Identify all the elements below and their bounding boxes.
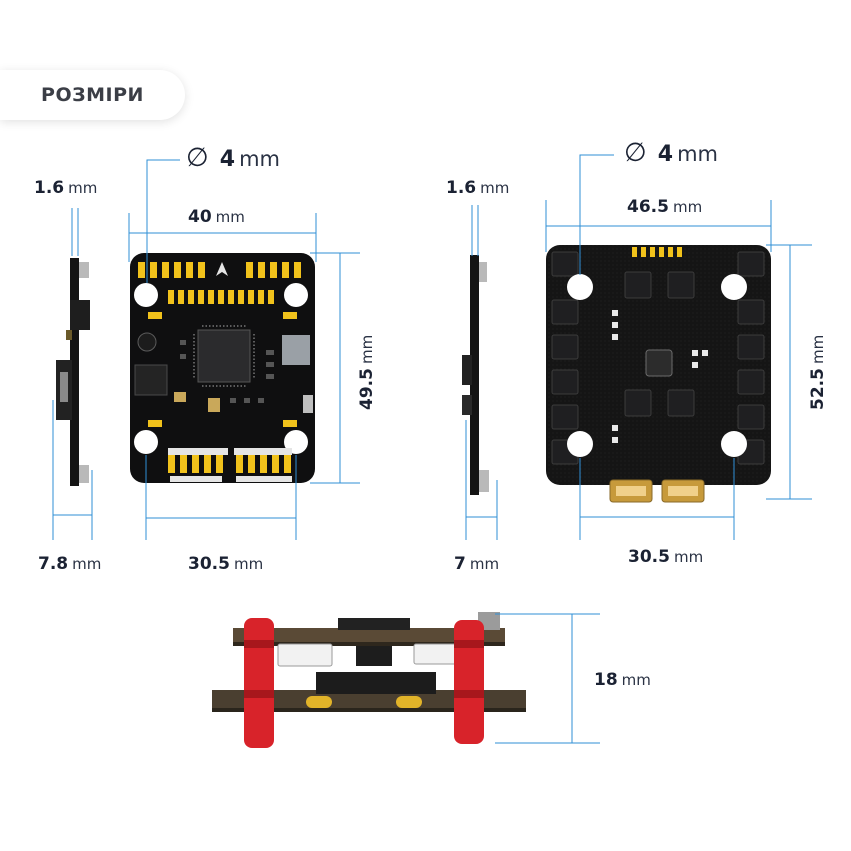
esc-height-label: 52.5mm	[808, 334, 828, 410]
page-title: РОЗМІРИ	[41, 84, 144, 106]
fc-board	[130, 253, 315, 483]
diameter-icon: ∅	[624, 138, 647, 168]
stack-side-view	[212, 612, 526, 748]
diameter-icon: ∅	[186, 143, 209, 173]
esc-side-view	[462, 255, 489, 495]
esc-board	[546, 245, 771, 503]
fc-height-label: 49.5mm	[357, 334, 377, 410]
title-badge: РОЗМІРИ	[0, 70, 185, 120]
fc-side-view	[56, 258, 90, 486]
dimension-lines	[52, 154, 812, 744]
